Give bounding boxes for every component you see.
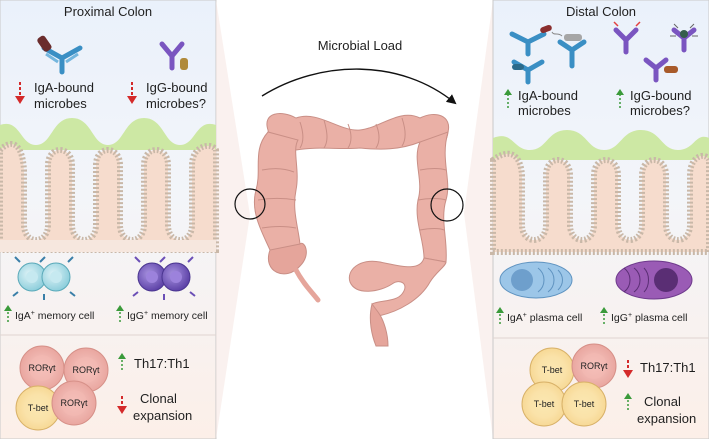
iga-memory-up-arrow xyxy=(4,305,12,322)
colon-illustration xyxy=(253,113,450,347)
iga-bound-up-arrow xyxy=(504,89,512,108)
center-panel: Microbial Load xyxy=(234,38,464,347)
igg-antibody-icon xyxy=(643,57,678,83)
distal-iga-bound-line1: IgA-bound xyxy=(518,88,578,103)
distal-ratio: Th17:Th1 xyxy=(640,360,696,375)
igg-antibody-icon xyxy=(613,21,641,55)
proximal-zoom-circle xyxy=(234,188,266,220)
clonal-down-arrow xyxy=(117,396,127,414)
distal-clonal-line2: expansion xyxy=(637,411,696,426)
distal-iga-plasma-label: IgA+ plasma cell xyxy=(507,312,582,324)
proximal-iga-memory-label: IgA+ memory cell xyxy=(15,310,94,322)
igg-bound-up-arrow xyxy=(616,89,624,108)
igg-plasma-up-arrow xyxy=(600,307,608,324)
t-cell-label: T-bet xyxy=(28,403,49,413)
t-cell-label: T-bet xyxy=(534,399,555,409)
proximal-igg-bound-line2: microbes? xyxy=(146,96,206,111)
distal-t-cell-cluster: T-bet RORγt T-bet T-bet xyxy=(521,343,617,427)
proximal-igg-memory-label: IgG+ memory cell xyxy=(127,310,208,322)
microbial-load-label: Microbial Load xyxy=(318,38,403,53)
iga-antibody-icon xyxy=(551,31,587,69)
th17-up-arrow xyxy=(118,353,126,370)
proximal-title: Proximal Colon xyxy=(64,4,152,19)
distal-igg-bound-line1: IgG-bound xyxy=(630,88,691,103)
microbial-load-arrow xyxy=(261,68,457,105)
proximal-clonal-line1: Clonal xyxy=(140,391,177,406)
iga-memory-cell-icon xyxy=(12,256,76,300)
igg-antibody-icon xyxy=(159,41,188,71)
proximal-t-cell-cluster: RORγt RORγt T-bet RORγt xyxy=(15,345,109,431)
distal-iga-bound-line2: microbes xyxy=(518,103,571,118)
distal-panel: Distal Colon xyxy=(464,0,709,439)
t-cell-label: T-bet xyxy=(542,365,563,375)
igg-memory-up-arrow xyxy=(116,305,124,322)
proximal-panel: Proximal Colon IgA-bound microbes IgG-bo… xyxy=(0,0,250,439)
proximal-ratio: Th17:Th1 xyxy=(134,356,190,371)
proximal-clonal-line2: expansion xyxy=(133,408,192,423)
t-cell-label: RORγt xyxy=(581,361,608,371)
distal-villi xyxy=(490,130,709,255)
iga-antibody-icon xyxy=(511,59,545,85)
clonal-up-arrow xyxy=(624,393,632,410)
proximal-igg-bound-line1: IgG-bound xyxy=(146,80,207,95)
distal-igg-plasma-label: IgG+ plasma cell xyxy=(611,312,687,324)
th17-down-arrow xyxy=(623,360,633,378)
t-cell-label: RORγt xyxy=(29,363,56,373)
distal-clonal-line1: Clonal xyxy=(644,394,681,409)
igg-bound-down-arrow xyxy=(127,82,137,104)
iga-plasma-cell-icon xyxy=(499,261,573,299)
zoom-wedge-right xyxy=(464,0,493,439)
igg-plasma-cell-icon xyxy=(615,260,693,300)
zoom-wedge-left xyxy=(216,0,250,439)
igg-antibody-icon xyxy=(670,23,698,53)
distal-zoom-circle xyxy=(430,188,464,222)
iga-antibody-icon xyxy=(37,35,83,75)
t-cell-label: RORγt xyxy=(73,365,100,375)
distal-igg-bound-line2: microbes? xyxy=(630,103,690,118)
igg-memory-cell-icon xyxy=(132,256,196,300)
t-cell-label: T-bet xyxy=(574,399,595,409)
iga-plasma-up-arrow xyxy=(496,307,504,324)
iga-bound-down-arrow xyxy=(15,82,25,104)
proximal-iga-bound-line2: microbes xyxy=(34,96,87,111)
t-cell-label: RORγt xyxy=(61,398,88,408)
iga-antibody-icon xyxy=(509,24,552,57)
proximal-iga-bound-line1: IgA-bound xyxy=(34,80,94,95)
distal-title: Distal Colon xyxy=(566,4,636,19)
proximal-villi xyxy=(0,118,219,253)
